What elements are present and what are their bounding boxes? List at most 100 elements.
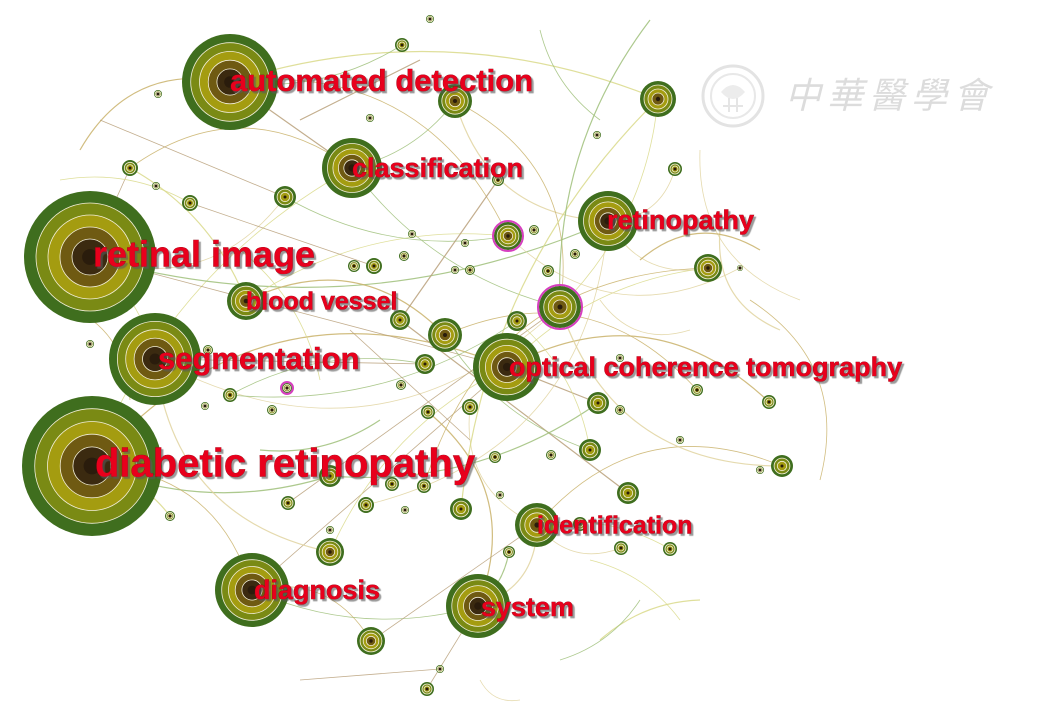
keyword-label: segmentation [158, 341, 360, 376]
keyword-label: optical coherence tomography [509, 352, 902, 382]
edge [599, 599, 701, 641]
edge [349, 329, 471, 441]
keyword-label: retinopathy [607, 205, 754, 235]
edge [639, 232, 761, 261]
minor-node [570, 249, 580, 259]
minor-node [529, 225, 539, 235]
minor-node [462, 399, 478, 415]
edge [559, 306, 783, 467]
edge [245, 233, 509, 302]
minor-node [395, 38, 409, 52]
minor-node [366, 258, 382, 274]
edge [99, 119, 286, 198]
keyword-node-k8 [322, 138, 382, 198]
keyword-label: classification [352, 153, 523, 183]
edge [589, 559, 681, 621]
minor-node [436, 665, 444, 673]
edge [699, 149, 801, 301]
society-seal-icon [701, 64, 765, 128]
edge [229, 78, 509, 237]
watermark-text: 中華醫學會 [785, 76, 995, 117]
minor-node [542, 265, 554, 277]
edge [749, 299, 828, 481]
minor-node [691, 384, 703, 396]
keyword-node-k6 [446, 574, 510, 638]
minor-node [274, 186, 296, 208]
keyword-label: system [481, 592, 574, 622]
keyword-node-k10 [515, 503, 559, 547]
edge [399, 319, 629, 494]
edge [507, 235, 741, 296]
keyword-node-k7 [473, 333, 541, 401]
edge [536, 446, 783, 526]
minor-node [451, 266, 459, 274]
minor-node [450, 498, 472, 520]
edge [284, 196, 509, 242]
minor-node [640, 81, 676, 117]
edge [259, 419, 381, 452]
keyword-node-k5 [215, 553, 289, 627]
edge [516, 320, 591, 451]
minor-node [182, 195, 198, 211]
minor-node [154, 90, 162, 98]
edge [251, 366, 508, 591]
edge [239, 249, 321, 381]
minor-node [694, 254, 722, 282]
minor-node [579, 439, 601, 461]
minor-node [615, 405, 625, 415]
keyword-node-k11 [227, 282, 265, 320]
major-nodes [22, 34, 638, 638]
minor-node [489, 451, 501, 463]
keyword-label: identification [537, 512, 693, 540]
minor-node [507, 311, 527, 331]
edge [129, 167, 247, 302]
edge [245, 279, 446, 336]
edge [351, 167, 561, 308]
minor-node [546, 450, 556, 460]
minor-node [762, 395, 776, 409]
minor-node [417, 479, 431, 493]
minor-node [587, 392, 609, 414]
minor-node [223, 388, 237, 402]
edge [558, 19, 651, 308]
minor-node [165, 511, 175, 521]
edge [89, 220, 609, 288]
keyword-node-k2 [24, 191, 156, 323]
edge [229, 50, 659, 100]
minor-node [771, 455, 793, 477]
minor-node [122, 160, 138, 176]
minor-node [617, 482, 639, 504]
minor-node [399, 251, 409, 261]
edge [559, 599, 641, 661]
keyword-node-k4 [182, 34, 278, 130]
minor-node [401, 506, 409, 514]
minor-node [737, 265, 743, 271]
edge [129, 127, 353, 169]
minor-node [421, 405, 435, 419]
minor-node [616, 354, 624, 362]
watermark: 中華醫學會 [701, 64, 995, 128]
minor-node [614, 541, 628, 555]
minor-node [663, 542, 677, 556]
keyword-node-k3 [109, 313, 201, 405]
keyword-node-k9 [578, 191, 638, 251]
edge [299, 59, 421, 121]
minor-node [428, 318, 462, 352]
edge [189, 202, 375, 267]
edge [370, 524, 538, 642]
minor-node [203, 345, 213, 355]
edge [718, 229, 781, 331]
minor-node [267, 405, 277, 415]
minor-node [676, 436, 684, 444]
minor-node [281, 496, 295, 510]
minor-node [316, 538, 344, 566]
minor-node [201, 402, 209, 410]
edge [444, 312, 698, 391]
edge [329, 366, 508, 553]
edge [423, 267, 709, 487]
edge [599, 299, 691, 336]
edge [479, 679, 521, 702]
minor-node [358, 497, 374, 513]
keyword-label: automated detection [230, 63, 533, 98]
